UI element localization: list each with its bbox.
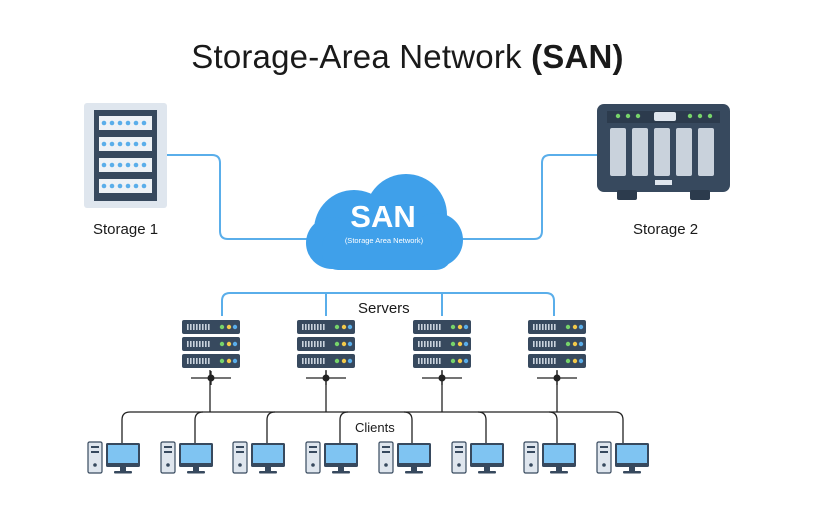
client-computer-icon xyxy=(596,441,649,474)
cloud-label: SAN xyxy=(350,199,415,234)
client-computer-icon xyxy=(305,441,358,474)
client-computer-icon xyxy=(232,441,285,474)
diagram-title: Storage-Area Network (SAN) xyxy=(0,38,815,76)
storage1-label: Storage 1 xyxy=(93,221,159,238)
server-icon xyxy=(413,320,471,385)
client-computer-icon xyxy=(160,441,213,474)
clients-group xyxy=(87,441,649,474)
servers-label: Servers xyxy=(358,300,410,317)
storage1-link xyxy=(167,154,318,240)
server-icon xyxy=(182,320,240,385)
client-computer-icon xyxy=(87,441,140,474)
servers-bus xyxy=(221,292,555,316)
san-cloud: SAN (Storage Area Network) xyxy=(306,174,463,270)
client-computer-icon xyxy=(523,441,576,474)
client-computer-icon xyxy=(451,441,504,474)
storage2-label: Storage 2 xyxy=(633,221,699,238)
server-icon xyxy=(528,320,586,385)
server-icon xyxy=(297,320,355,385)
servers-group xyxy=(182,320,586,385)
storage2-icon xyxy=(597,104,730,200)
storage2-link xyxy=(452,154,597,240)
client-computer-icon xyxy=(378,441,431,474)
title-acronym: (SAN) xyxy=(531,38,624,75)
clients-label: Clients xyxy=(355,420,395,435)
storage1-icon xyxy=(84,103,167,208)
title-text: Storage-Area Network xyxy=(191,38,522,75)
cloud-sublabel: (Storage Area Network) xyxy=(345,236,424,245)
san-links xyxy=(167,154,597,316)
